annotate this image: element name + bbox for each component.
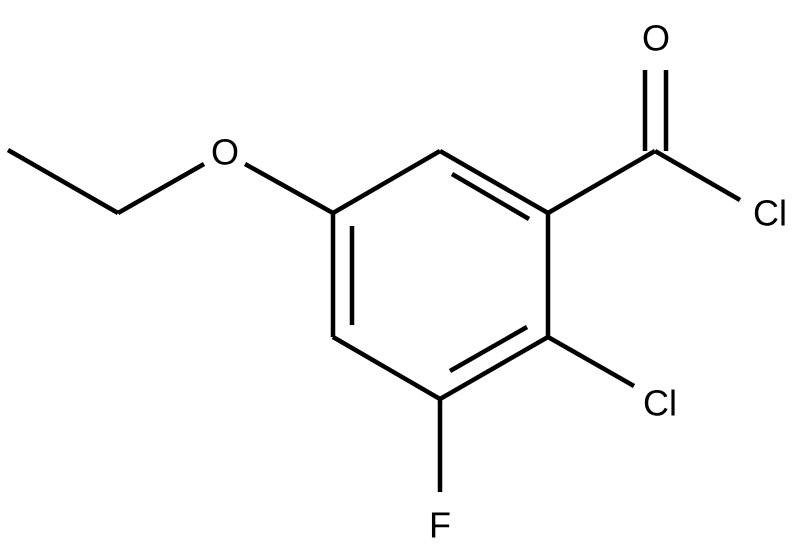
ether-oxygen-label: O (211, 132, 239, 173)
ring-inner-bond-top (450, 172, 531, 221)
bond-ethyl-ch3-ch2 (6, 148, 120, 215)
ring-bond-5 (331, 335, 442, 401)
ring-bond-4 (438, 335, 550, 401)
bond-o-ring (243, 162, 335, 215)
carbonyl-oxygen-label: O (642, 18, 670, 59)
ring-chlorine-label: Cl (643, 383, 677, 424)
ring-bond-2 (438, 149, 550, 215)
fluorine-label: F (429, 505, 451, 546)
bond-ring-carbonyl (546, 149, 657, 215)
bond-carbonyl-cl (653, 149, 742, 202)
ring-bond-1 (331, 149, 442, 215)
bond-ring-cl (546, 335, 636, 388)
bond-ethyl-ch2-o (116, 162, 206, 215)
acyl-chlorine-label: Cl (753, 193, 787, 234)
ring-inner-bond-bottom (448, 325, 529, 373)
